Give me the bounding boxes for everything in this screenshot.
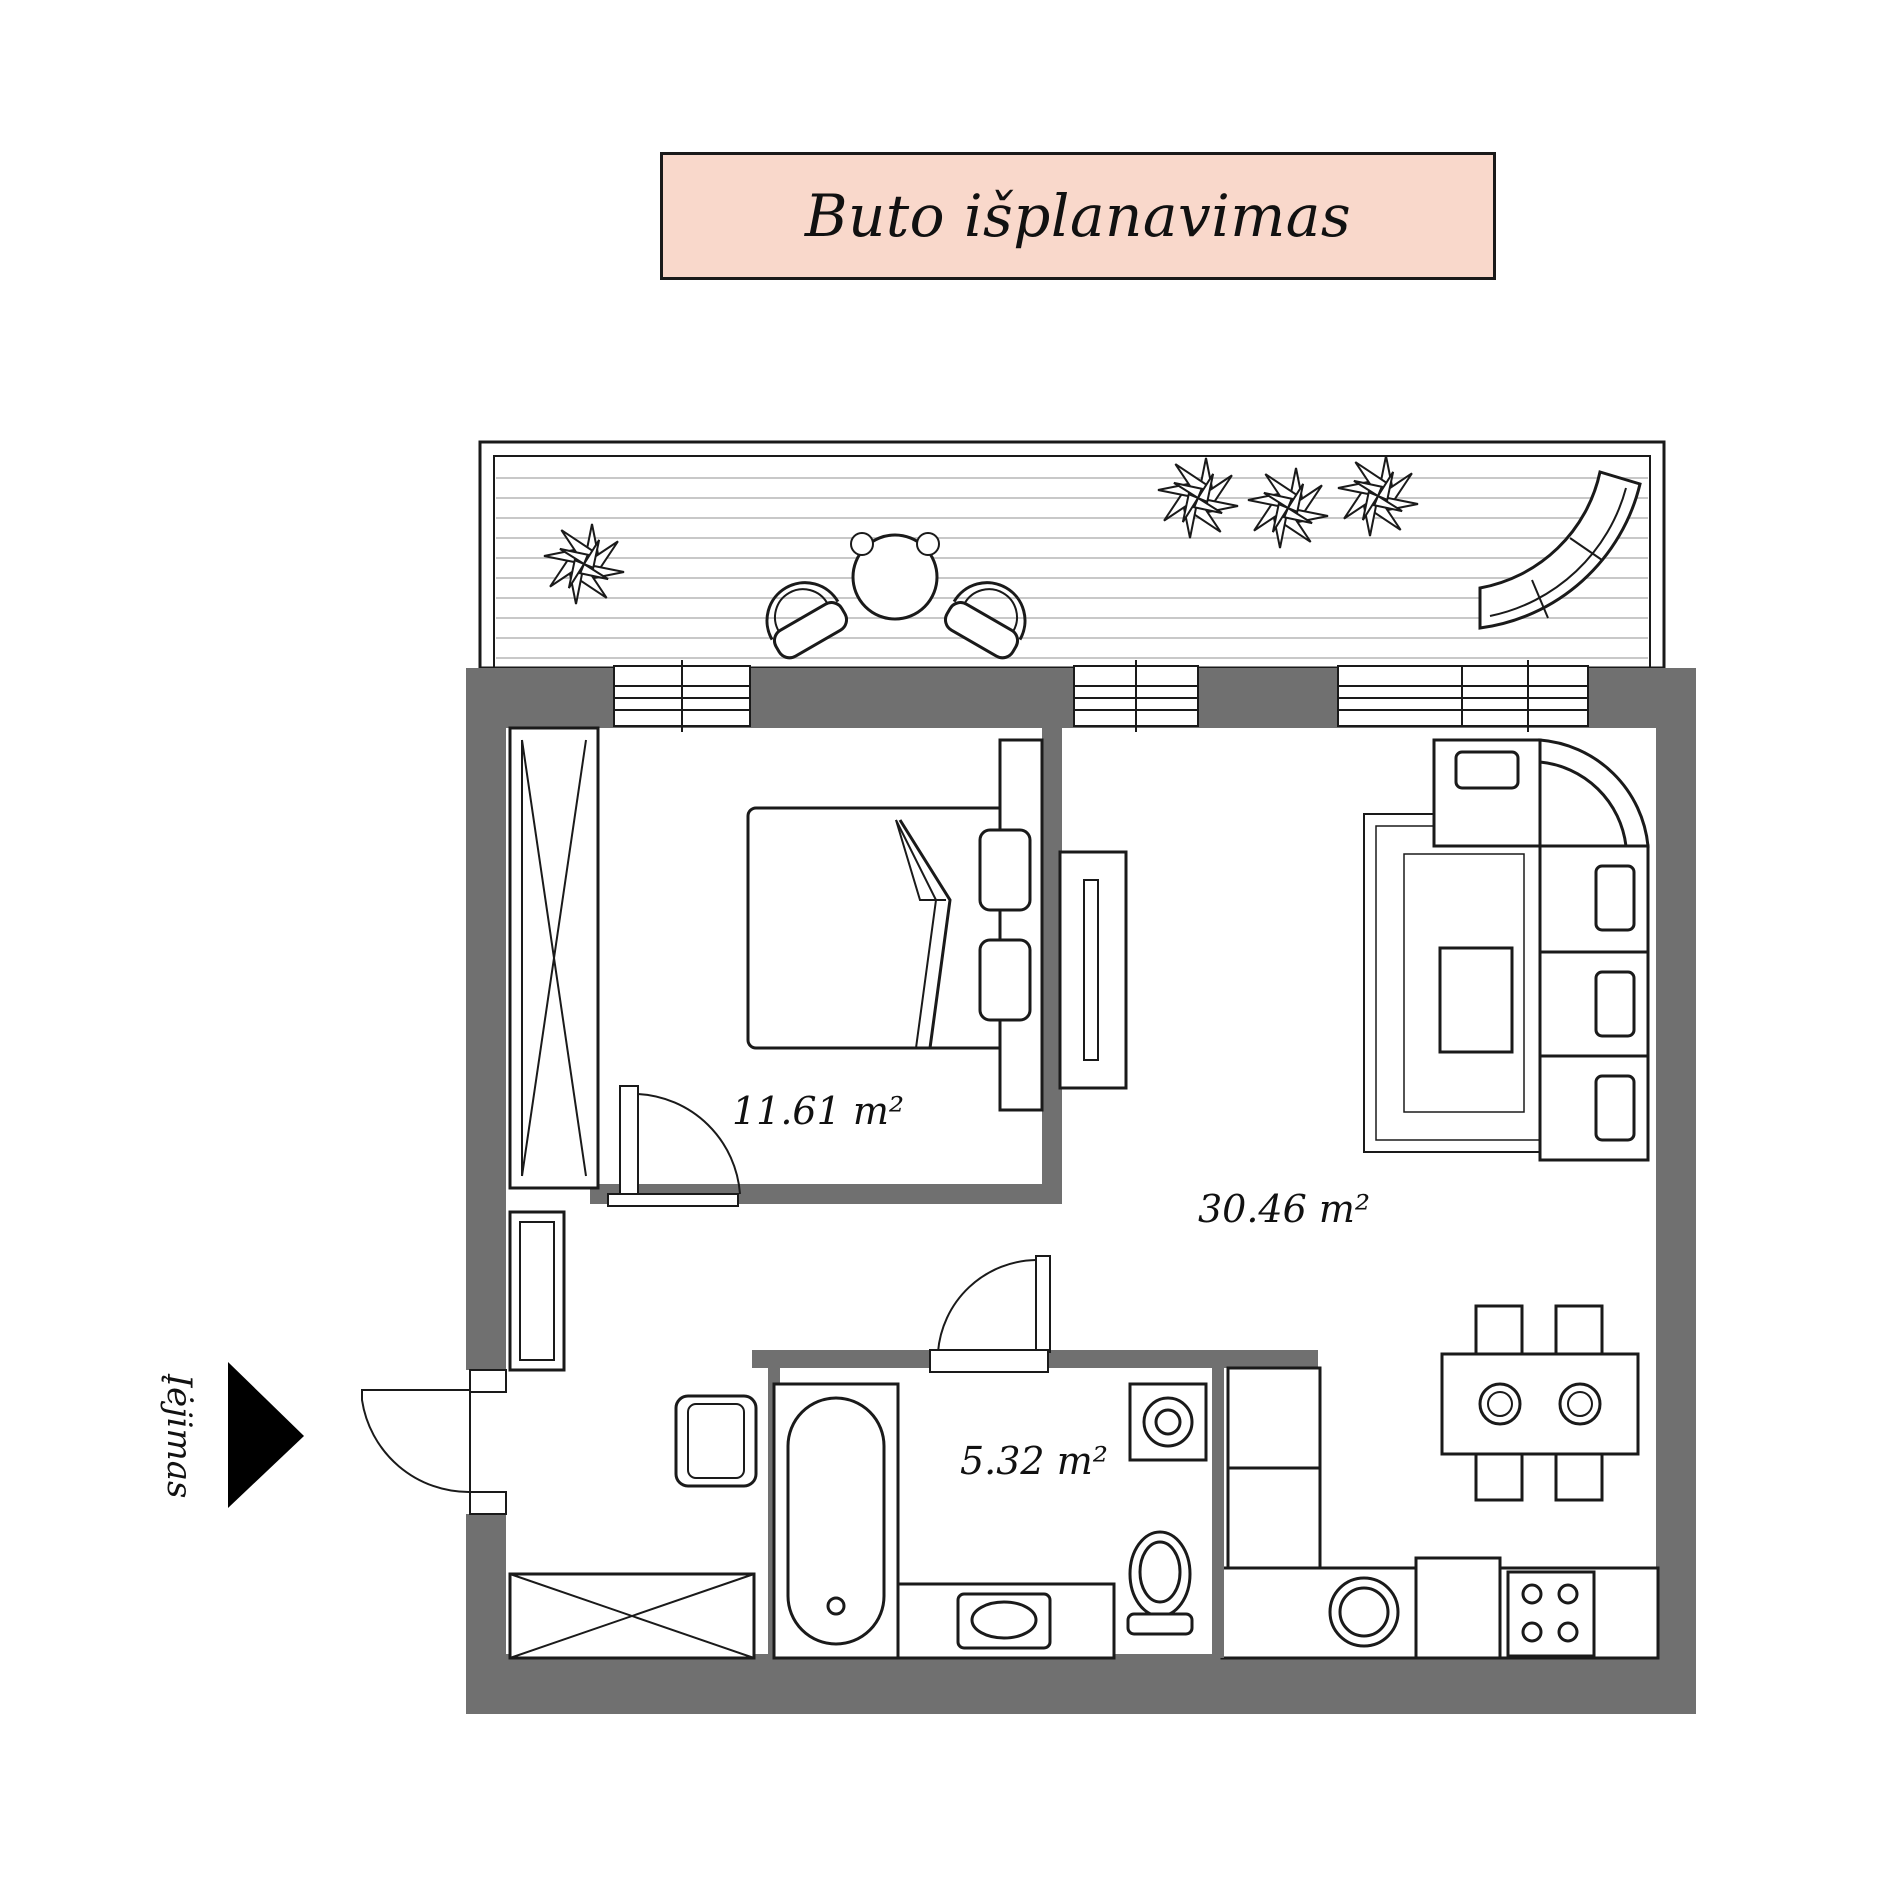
stove-icon: [1506, 1570, 1596, 1658]
wardrobe-icon: [508, 726, 600, 1190]
bathroom-area-label: 5.32 m²: [960, 1439, 1108, 1483]
curved-bench-icon: [1478, 470, 1642, 630]
rug-icon: [1363, 813, 1565, 1153]
hallway: [508, 1210, 758, 1660]
entrance-arrow-icon: [228, 1362, 304, 1508]
bathroom-door-icon: [929, 1255, 1051, 1373]
sofa-icon: [1432, 738, 1650, 1162]
dishwasher-icon: [1414, 1556, 1502, 1660]
kitchen: [1220, 1366, 1660, 1660]
dining-table-icon: [1440, 1304, 1640, 1502]
washing-machine-icon: [1128, 1382, 1208, 1462]
cabinet-icon: [1226, 1466, 1322, 1570]
window-bedroom: [613, 660, 751, 732]
toilet-icon: [1126, 1530, 1194, 1636]
fridge-icon: [1226, 1366, 1322, 1470]
coffee-table-icon: [1438, 946, 1514, 1054]
bathtub-icon: [772, 1382, 900, 1660]
window-balcony-door: [1337, 660, 1589, 732]
title-banner: Buto išplanavimas: [660, 152, 1496, 280]
sink-icon: [896, 1582, 1116, 1660]
windows: [613, 660, 1589, 732]
balcony: [478, 440, 1666, 670]
balcony-table-icon: [850, 532, 940, 621]
hall-armchair-icon: [674, 1394, 758, 1488]
window-living: [1073, 660, 1199, 732]
living-area-label: 30.46 m²: [1198, 1187, 1370, 1231]
living-room: 30.46 m²: [1198, 738, 1650, 1502]
bedroom-area-label: 11.61 m²: [732, 1089, 904, 1133]
bed-icon: [746, 738, 1044, 1112]
page-title: Buto išplanavimas: [804, 182, 1352, 250]
entrance-label: Įėjimas: [159, 1374, 199, 1499]
entrance-door[interactable]: [361, 1369, 507, 1515]
bathroom: 5.32 m²: [768, 1255, 1224, 1660]
bedroom: 11.61 m²: [508, 726, 1128, 1207]
balcony-floor-boards: [496, 477, 1648, 659]
bedroom-door-icon: [607, 1085, 741, 1207]
